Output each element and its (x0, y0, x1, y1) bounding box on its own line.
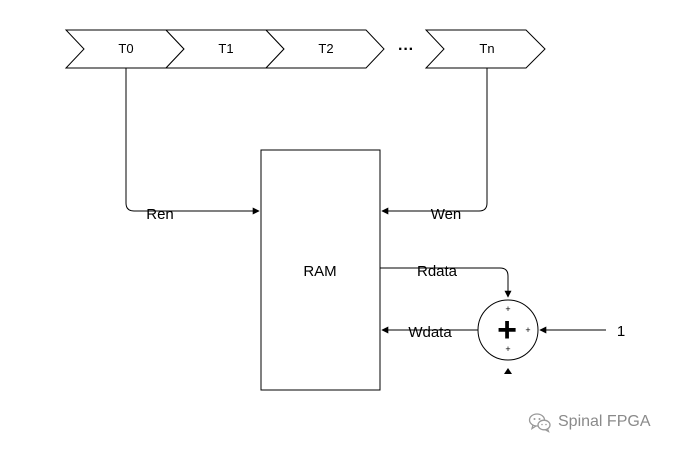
rdata-connector (380, 267, 512, 298)
adder-sign-right: + (525, 325, 530, 335)
stage-tn-shape (424, 29, 546, 69)
pipeline-stages: T0 T1 T2 ··· Tn (64, 29, 546, 69)
adder-node: + + + + (477, 299, 539, 374)
stage-t0-label: T0 (118, 41, 133, 56)
ren-connector (125, 68, 260, 215)
wen-label: Wen (431, 206, 462, 223)
stage-t1-label: T1 (218, 41, 233, 56)
wechat-icon (528, 413, 551, 433)
stage-ellipsis: ··· (398, 41, 414, 58)
stage-tn-label: Tn (479, 41, 494, 56)
ram-block (260, 149, 381, 391)
watermark-text: Spinal FPGA (558, 413, 651, 430)
stage-t2-label: T2 (318, 41, 333, 56)
stage-t2-shape (264, 29, 385, 69)
adder-symbol: + (497, 311, 517, 349)
ren-label: Ren (146, 206, 174, 223)
adder-sign-top: + (505, 304, 510, 314)
ram-label: RAM (303, 263, 336, 280)
rdata-label: Rdata (417, 263, 458, 280)
wen-connector (381, 68, 488, 215)
watermark: Spinal FPGA (528, 410, 650, 434)
adder-circle (477, 299, 539, 361)
adder-sign-bottom: + (505, 344, 510, 354)
wdata-label: Wdata (408, 324, 452, 341)
adder-bottom-port-arrow (504, 368, 512, 374)
constant-label: 1 (617, 323, 625, 340)
